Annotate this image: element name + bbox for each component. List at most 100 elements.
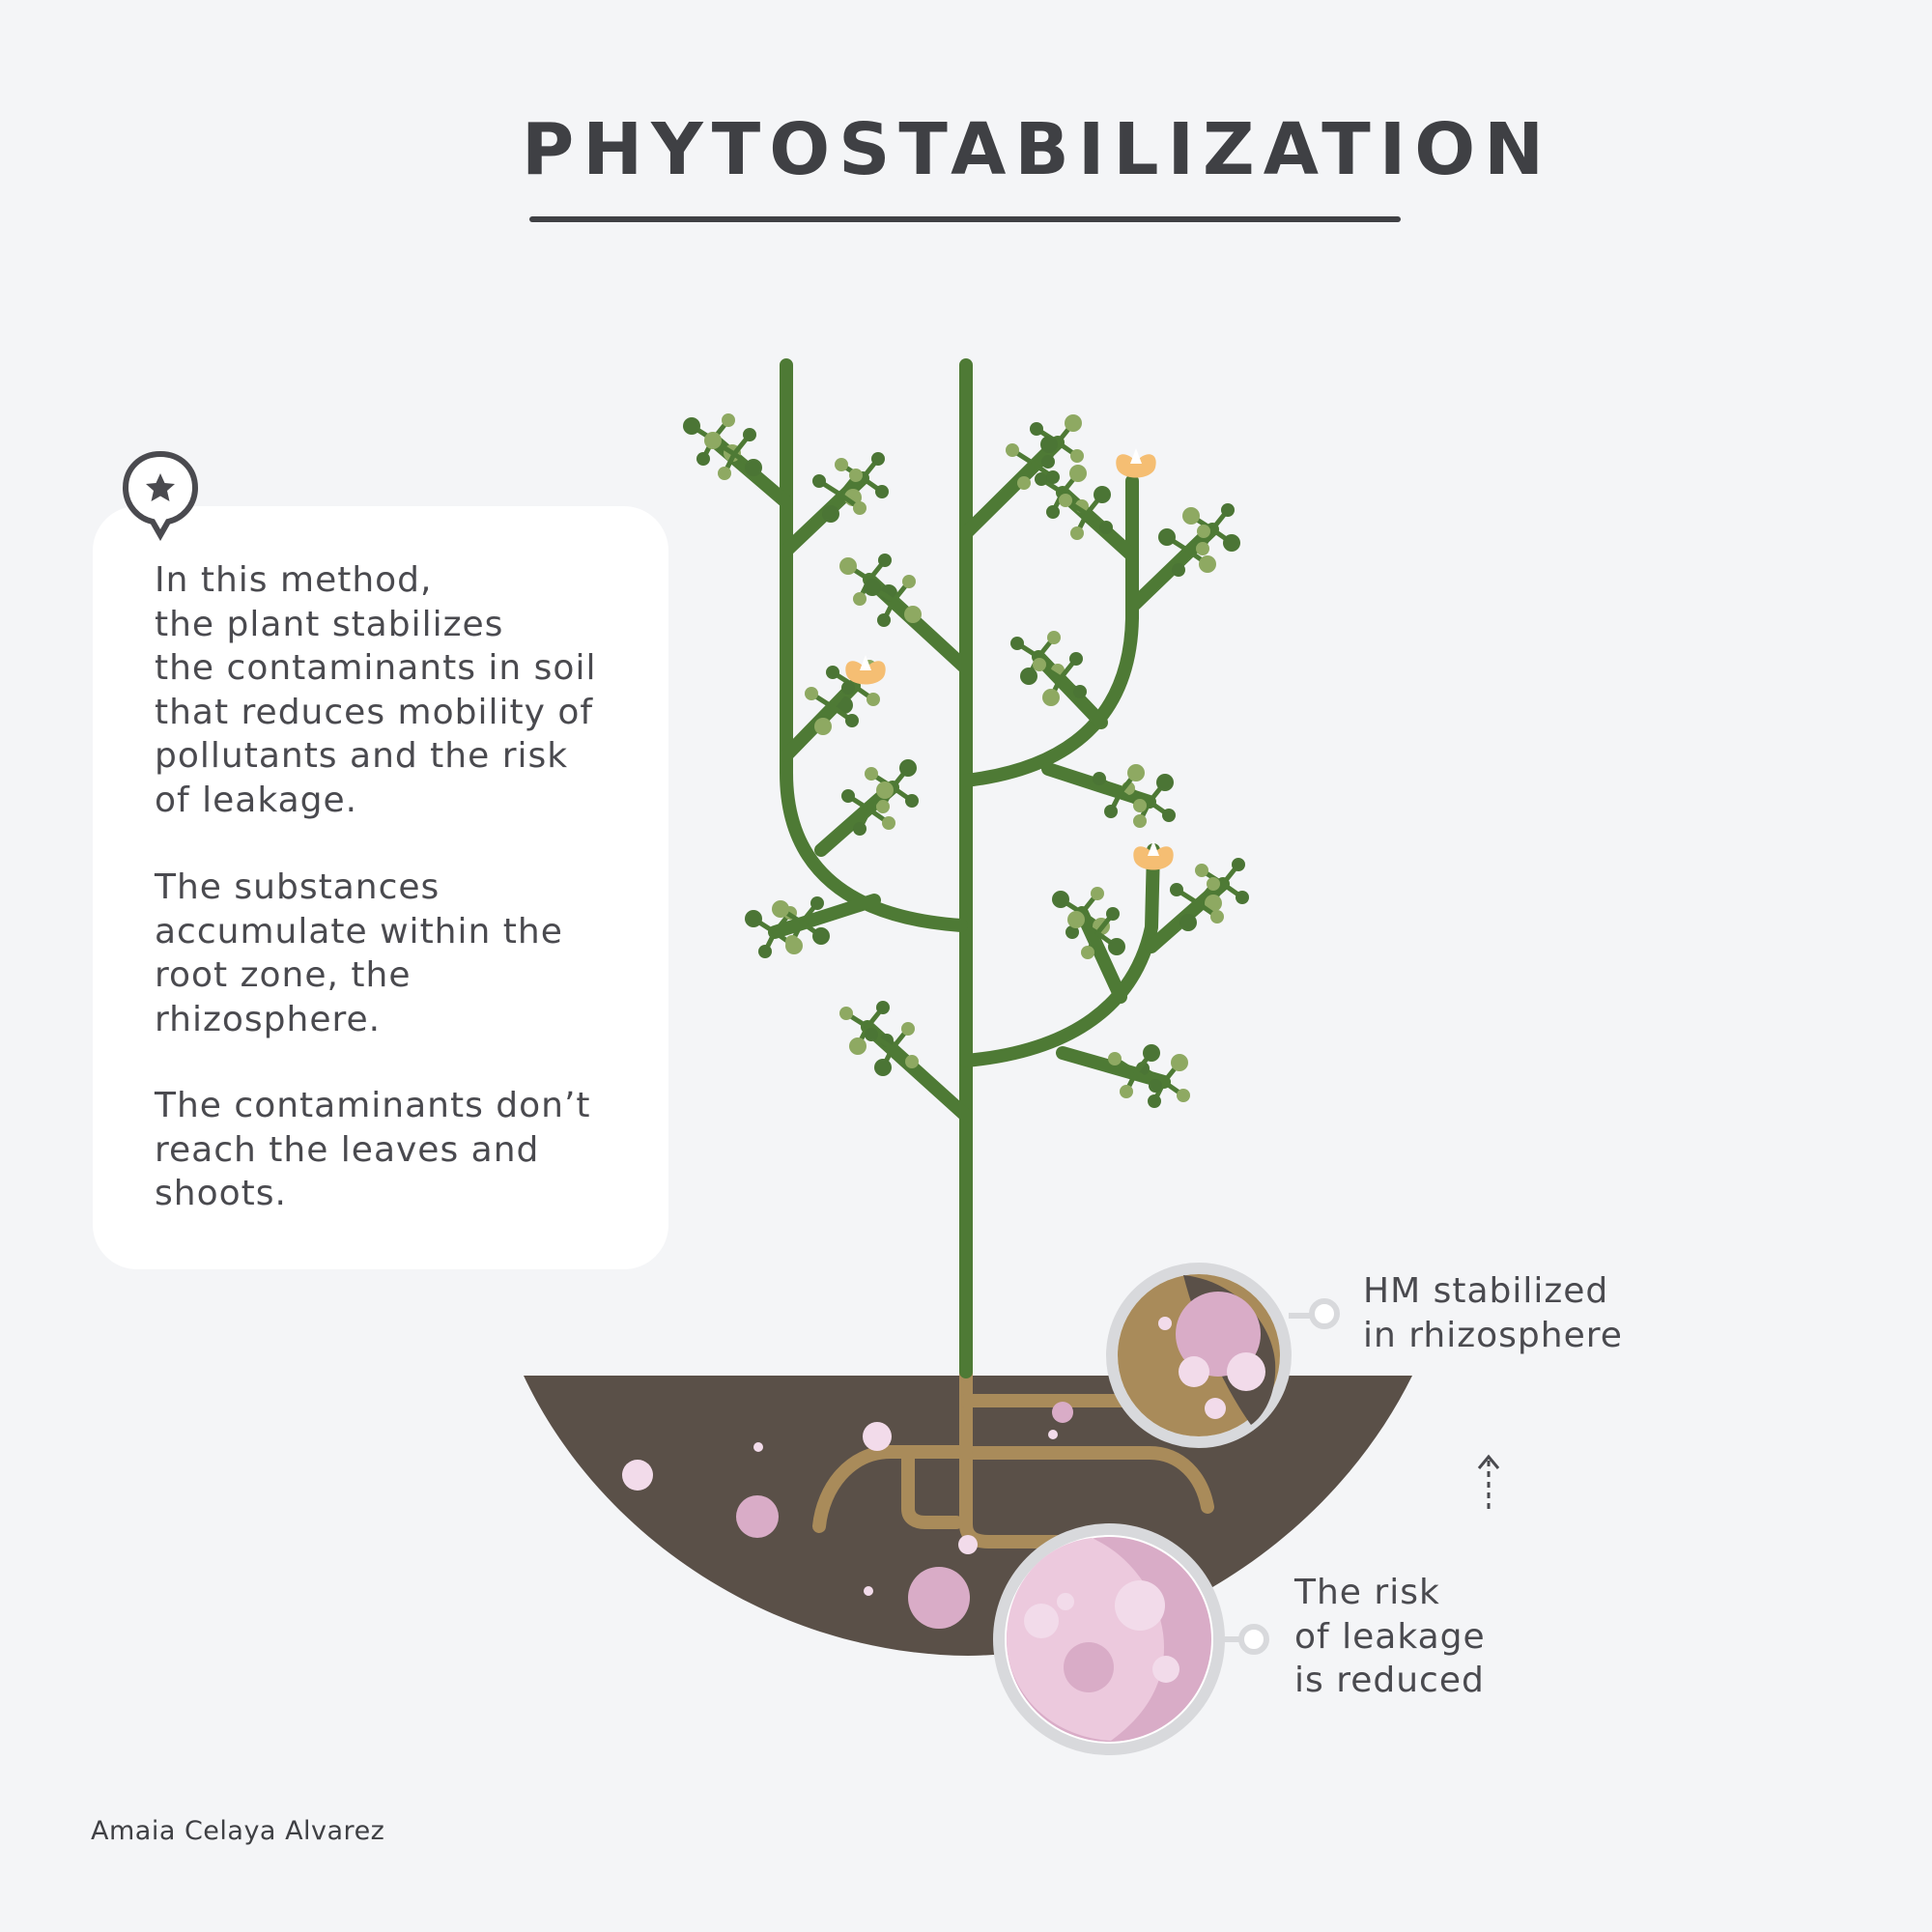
- leaf: [1210, 910, 1224, 923]
- hm-stabilized-label: HM stabilized in rhizosphere: [1363, 1271, 1623, 1355]
- leaf: [1179, 914, 1197, 931]
- leaf: [812, 474, 826, 488]
- leaf: [718, 467, 731, 480]
- leaf: [1199, 555, 1216, 573]
- risk-reduced-label: The risk of leakage is reduced: [1294, 1573, 1486, 1700]
- leaf: [1094, 486, 1111, 503]
- leaf: [1081, 946, 1094, 959]
- leaf: [867, 693, 880, 706]
- flower-icon: [845, 448, 1174, 870]
- soil-contaminants: [622, 1402, 1073, 1629]
- leaf: [877, 613, 891, 627]
- leaf: [1052, 891, 1069, 908]
- leaf: [876, 800, 890, 813]
- leaf: [905, 794, 919, 808]
- leaf: [1006, 443, 1019, 457]
- leaf: [1033, 658, 1046, 671]
- leaf: [1046, 505, 1060, 519]
- leaf: [1236, 891, 1249, 904]
- up-arrow-icon: [1477, 1454, 1500, 1513]
- leaf: [839, 557, 857, 575]
- leaf: [1042, 689, 1060, 706]
- leaf: [810, 896, 824, 910]
- leaf: [1099, 521, 1113, 534]
- leaf: [1133, 814, 1147, 828]
- leaf: [704, 432, 722, 449]
- leaf: [814, 718, 832, 735]
- leaf: [1069, 652, 1083, 666]
- leaf: [1221, 503, 1235, 517]
- leaf: [853, 822, 867, 836]
- leaf: [1158, 528, 1176, 546]
- leaf: [1205, 895, 1222, 912]
- leaf: [1070, 526, 1084, 540]
- info-card: In this method, the plant stabilizes the…: [93, 506, 668, 1269]
- leaf: [1046, 470, 1060, 484]
- leaf: [845, 714, 859, 727]
- leaf: [1223, 534, 1240, 552]
- leaf: [722, 413, 735, 427]
- leaf: [841, 789, 855, 803]
- leaf: [785, 935, 799, 949]
- leaf: [1108, 1052, 1122, 1065]
- leaf: [772, 900, 789, 918]
- leaf: [902, 575, 916, 588]
- leaf: [745, 459, 762, 476]
- leaf: [1059, 494, 1072, 507]
- leaf-clusters: [683, 413, 1249, 1108]
- leaf: [899, 759, 917, 777]
- leaf: [1065, 925, 1079, 939]
- leaf: [696, 452, 710, 466]
- leaf: [905, 1055, 919, 1068]
- leaf: [1195, 864, 1208, 877]
- leaf: [683, 417, 700, 435]
- leaf: [853, 501, 867, 515]
- leaf: [812, 927, 830, 945]
- leaf: [1070, 449, 1084, 463]
- leaf: [878, 554, 892, 567]
- leaf: [1207, 877, 1220, 891]
- page-title: PHYTOSTABILIZATION: [522, 108, 1553, 191]
- leaf: [1091, 887, 1104, 900]
- leaf: [1197, 525, 1210, 538]
- leaf: [1106, 907, 1120, 921]
- leaf: [1093, 772, 1106, 785]
- leaf: [1143, 1044, 1160, 1062]
- leaf: [835, 458, 848, 471]
- leaf: [1177, 1089, 1190, 1102]
- hm-magnifier: [1106, 1263, 1340, 1448]
- leaf: [1030, 422, 1043, 436]
- leaf: [1149, 1079, 1162, 1093]
- leaf: [864, 579, 881, 596]
- leaf: [865, 767, 878, 781]
- leaf: [839, 1007, 853, 1020]
- leaf: [1035, 472, 1048, 486]
- leaf: [1104, 805, 1118, 818]
- leaf: [1047, 631, 1061, 644]
- leaf: [1156, 774, 1174, 791]
- leaf: [1017, 476, 1031, 490]
- leaf: [1148, 1094, 1161, 1108]
- leaf: [1120, 1085, 1133, 1098]
- leaf: [743, 428, 756, 441]
- leaf: [1133, 799, 1147, 812]
- leaf: [1041, 455, 1055, 469]
- leaf: [1196, 542, 1209, 555]
- leaf: [1067, 911, 1085, 928]
- info-paragraph-leaves: The contaminants don’t reach the leaves …: [155, 1086, 591, 1213]
- leaf: [1069, 465, 1087, 482]
- leaf: [745, 910, 762, 927]
- leaf: [849, 1037, 867, 1055]
- leaf: [901, 1022, 915, 1036]
- author-credit: Amaia Celaya Alvarez: [91, 1816, 385, 1846]
- leaf: [882, 816, 895, 830]
- leaf: [1172, 563, 1185, 577]
- leaf: [805, 687, 818, 700]
- info-paragraph-accumulation: The substances accumulate within the roo…: [155, 867, 563, 1039]
- leaf: [1010, 637, 1024, 650]
- leaf: [875, 485, 889, 498]
- leaf: [841, 681, 855, 695]
- leaf: [826, 666, 839, 679]
- leaf: [822, 505, 839, 523]
- risk-magnifier: [993, 1523, 1269, 1755]
